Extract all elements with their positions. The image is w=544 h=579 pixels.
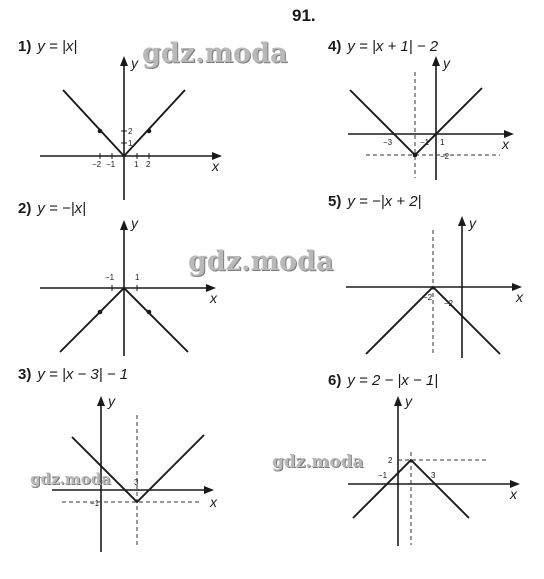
graph-4-y-arrow xyxy=(432,56,440,66)
graph-3-x-axis-label: x xyxy=(209,494,218,510)
graph-1-tick-label: 2 xyxy=(146,160,151,169)
graph-4-x-arrow xyxy=(504,130,514,138)
graph-6-number: 6) xyxy=(328,372,342,389)
graph-3-y-axis-label: y xyxy=(107,393,116,409)
graph-1-x-arrow xyxy=(212,152,222,160)
graph-6-x-axis-label: x xyxy=(509,486,518,502)
graph-1-tick-label: 1 xyxy=(128,139,133,148)
graph-3-number: 3) xyxy=(18,366,32,383)
watermark-top: gdz.moda xyxy=(142,38,288,69)
graph-4-tick-label: −1 xyxy=(420,138,430,147)
graph-1-point-right xyxy=(146,128,152,134)
graph-5-curve xyxy=(365,285,501,355)
graph-5-x-arrow xyxy=(512,283,522,291)
graph-2-tick-label: 1 xyxy=(135,273,140,282)
graph-2-x-arrow xyxy=(206,284,216,292)
graph-2-equation: y = −|x| xyxy=(37,200,86,217)
graph-4-y-axis-label: y xyxy=(442,55,451,71)
graph-4-tick-label: −2 xyxy=(440,152,450,161)
graph-6-y-arrow xyxy=(394,396,402,406)
problem-number: 91. xyxy=(292,6,316,25)
graph-6-y-axis-label: y xyxy=(404,393,413,409)
graph-5-y-arrow xyxy=(458,216,466,226)
graph-1-equation: y = |x| xyxy=(37,38,78,55)
graph-3-label: 3) y = |x − 3| − 1 xyxy=(18,366,128,383)
graph-1-number: 1) xyxy=(18,38,32,55)
graph-6-curve xyxy=(352,458,470,519)
graph-1-tick-label: −2 xyxy=(92,160,102,169)
graph-2-number: 2) xyxy=(18,200,32,217)
graph-1-y-arrow xyxy=(120,56,128,66)
graph-3-equation: y = |x − 3| − 1 xyxy=(37,366,129,383)
watermark-bottom-left: gdz.moda xyxy=(30,470,111,488)
graph-5-x-axis-label: x xyxy=(515,289,524,305)
graph-1-point-left xyxy=(97,128,103,134)
graph-1-tick-label: 1 xyxy=(134,160,139,169)
graph-6-label: 6) y = 2 − |x − 1| xyxy=(328,372,438,389)
graph-4-tick-label: 1 xyxy=(440,138,445,147)
graph-3-y-arrow xyxy=(97,396,105,406)
graph-3-tick-label: −1 xyxy=(90,499,100,508)
graph-4-equation: y = |x + 1| − 2 xyxy=(347,38,439,55)
graph-2-curve xyxy=(59,286,189,353)
graph-4-number: 4) xyxy=(328,38,342,55)
graph-5-label: 5) y = −|x + 2| xyxy=(328,193,421,210)
graph-5-equation: y = −|x + 2| xyxy=(347,193,422,210)
graph-3-curve xyxy=(71,434,205,504)
graph-2-x-axis-label: x xyxy=(209,290,218,306)
graph-2-label: 2) y = −|x| xyxy=(18,200,86,217)
graph-2-point-left xyxy=(97,309,103,315)
graph-3-x-arrow xyxy=(204,486,214,494)
graph-4-vertex xyxy=(412,152,418,158)
graph-5-tick-label: −2 xyxy=(423,293,433,302)
graph-5-tick-label: −2 xyxy=(444,299,454,308)
graph-1-curve xyxy=(62,89,186,158)
graph-3-tick-label: 3 xyxy=(134,478,139,487)
graph-1-x-axis-label: x xyxy=(211,158,220,174)
graph-5-y-axis-label: y xyxy=(468,215,477,231)
graph-6-equation: y = 2 − |x − 1| xyxy=(347,372,439,389)
graph-2-y-arrow xyxy=(120,220,128,230)
graph-4-label: 4) y = |x + 1| − 2 xyxy=(328,38,438,55)
watermark-bottom-right: gdz.moda xyxy=(272,452,364,472)
graph-1-tick-label: −1 xyxy=(106,160,116,169)
graph-1-tick-label: 2 xyxy=(128,127,133,136)
graph-6-x-arrow xyxy=(510,480,520,488)
graph-4-tick-label: −3 xyxy=(383,138,393,147)
graph-4-x-axis-label: x xyxy=(501,136,510,152)
graph-6-tick-label: 2 xyxy=(388,456,393,465)
graph-2-y-axis-label: y xyxy=(130,215,139,231)
graph-2-tick-label: −1 xyxy=(105,273,115,282)
graph-5-number: 5) xyxy=(328,193,342,210)
graph-1-label: 1) y = |x| xyxy=(18,38,77,55)
graph-6-tick-label: −1 xyxy=(378,471,388,480)
graph-2-point-right xyxy=(146,309,152,315)
watermark-middle: gdz.moda xyxy=(188,246,334,277)
graph-1-y-axis-label: y xyxy=(130,55,139,71)
graph-6-tick-label: 3 xyxy=(431,471,436,480)
